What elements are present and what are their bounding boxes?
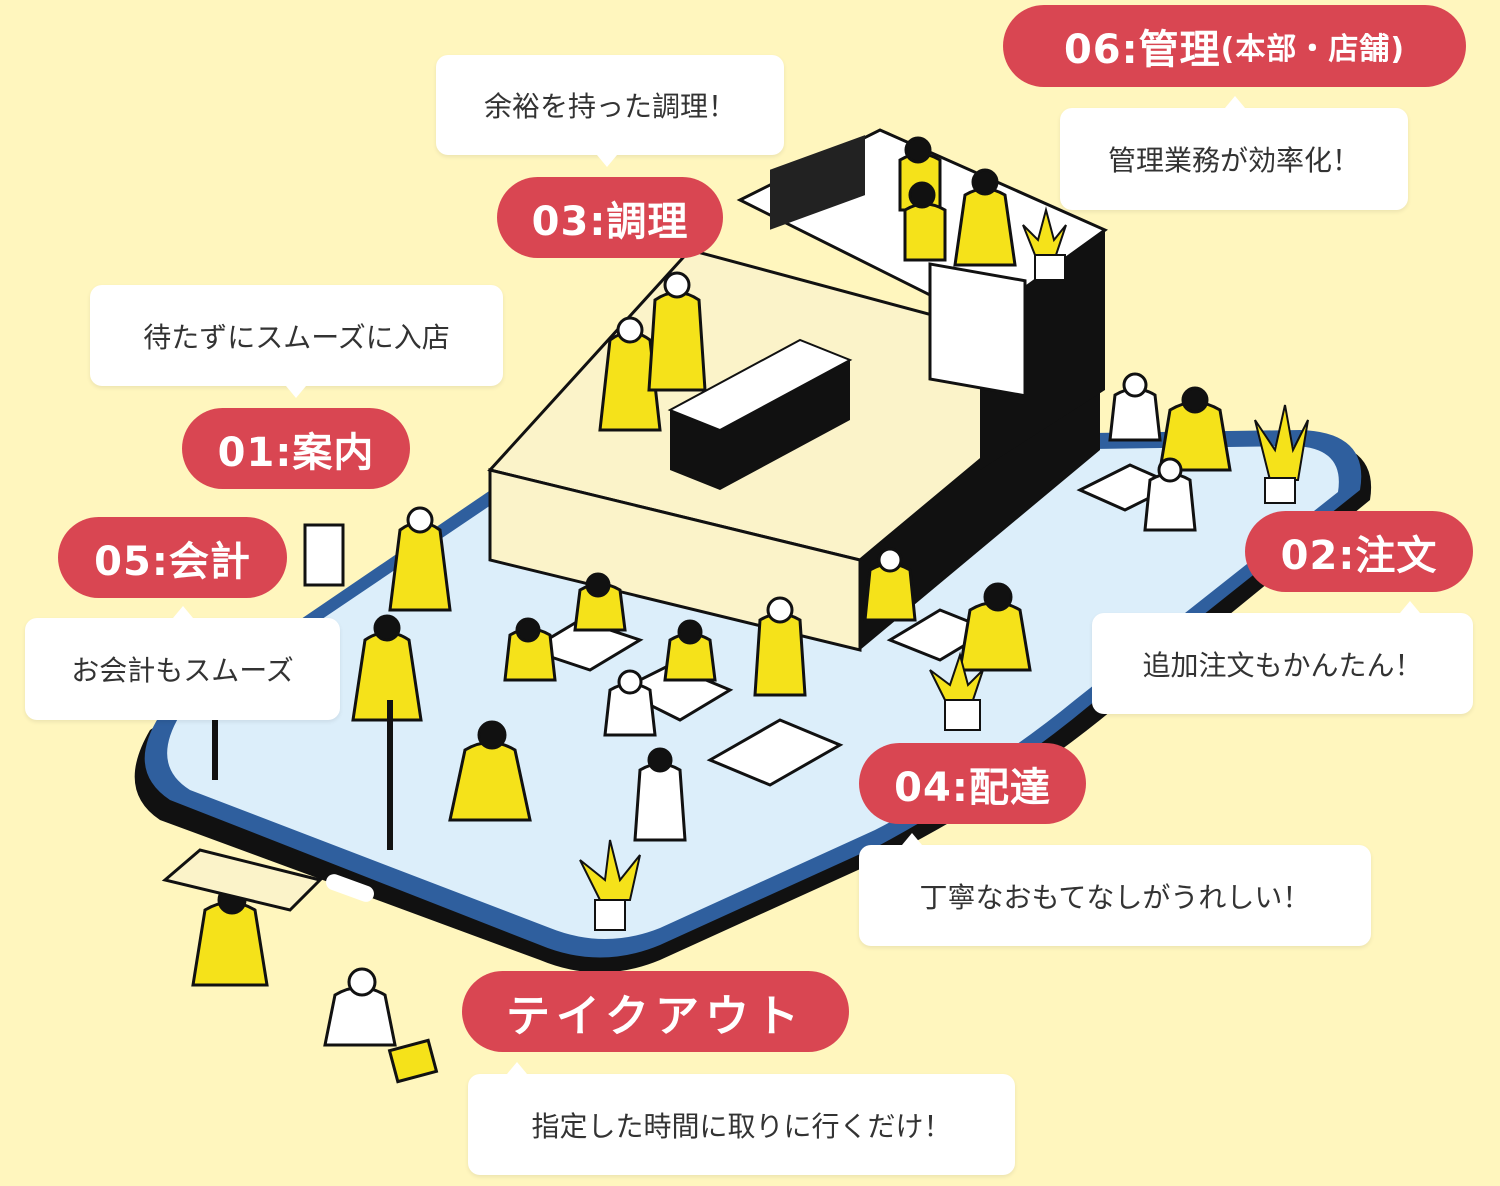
stairs: [161, 848, 323, 912]
label-06-kanri: 06:管理(本部・店舗): [1003, 5, 1466, 87]
label-03-chouri: 03:調理: [497, 177, 723, 258]
caption-chouri: 余裕を持った調理！: [436, 55, 784, 167]
label-02-chuumon: 02:注文: [1245, 511, 1473, 592]
people: [191, 136, 1232, 1084]
caption-chuumon: 追加注文もかんたん！: [1092, 601, 1473, 714]
checkout-kiosk: [303, 523, 345, 587]
caption-kaikei: お会計もスムーズ: [25, 606, 340, 720]
label-01-annai: 01:案内: [182, 408, 410, 489]
shelf: [770, 135, 865, 230]
label-subtitle: (本部・店舗): [1220, 32, 1406, 67]
building-ground-floor-right: [860, 360, 1100, 650]
label-05-kaikei: 05:会計: [58, 517, 287, 598]
caption-haitatsu: 丁寧なおもてなしがうれしい！: [859, 833, 1371, 946]
whiteboard: [928, 262, 1027, 398]
caption-kanri: 管理業務が効率化！: [1060, 96, 1408, 210]
upper-floor-right: [980, 230, 1105, 470]
caption-takeout: 指定した時間に取りに行くだけ！: [468, 1062, 1015, 1175]
caption-annai: 待たずにスムーズに入店: [90, 285, 503, 398]
takeout-bag: [387, 1038, 439, 1084]
label-title: 06:管理: [1063, 27, 1221, 73]
label-04-haitatsu: 04:配達: [859, 743, 1086, 824]
plants: [579, 206, 1309, 931]
tables: [526, 463, 1179, 787]
label-takeout: テイクアウト: [462, 971, 849, 1052]
phone-side-button: [326, 874, 374, 902]
kitchen-counter-top: [667, 338, 853, 432]
